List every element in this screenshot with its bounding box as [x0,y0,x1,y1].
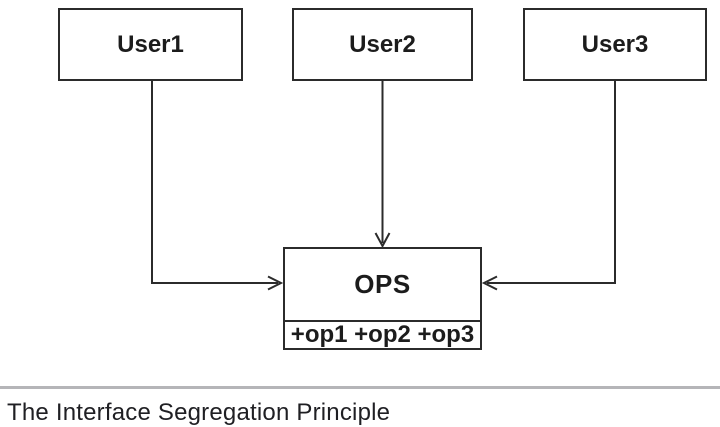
connector-group [151,81,616,291]
connector-user1-ops [151,81,278,284]
node-ops-operations: +op1 +op2 +op3 [290,321,475,348]
connector-user3-ops [487,81,616,284]
node-user2-label: User2 [349,30,416,58]
arrowhead-user1-ops [267,275,284,291]
node-user2: User2 [292,8,473,81]
node-ops: OPS +op1 +op2 +op3 [283,247,482,350]
arrowhead-user3-ops [481,275,498,291]
node-user1: User1 [58,8,243,81]
caption-separator [0,386,720,389]
arrowhead-user2-ops [374,232,391,249]
node-user3: User3 [523,8,707,81]
figure-caption: The Interface Segregation Principle [7,399,391,426]
node-ops-title: OPS [285,249,480,322]
node-user1-label: User1 [117,30,184,58]
node-user3-label: User3 [581,30,649,58]
